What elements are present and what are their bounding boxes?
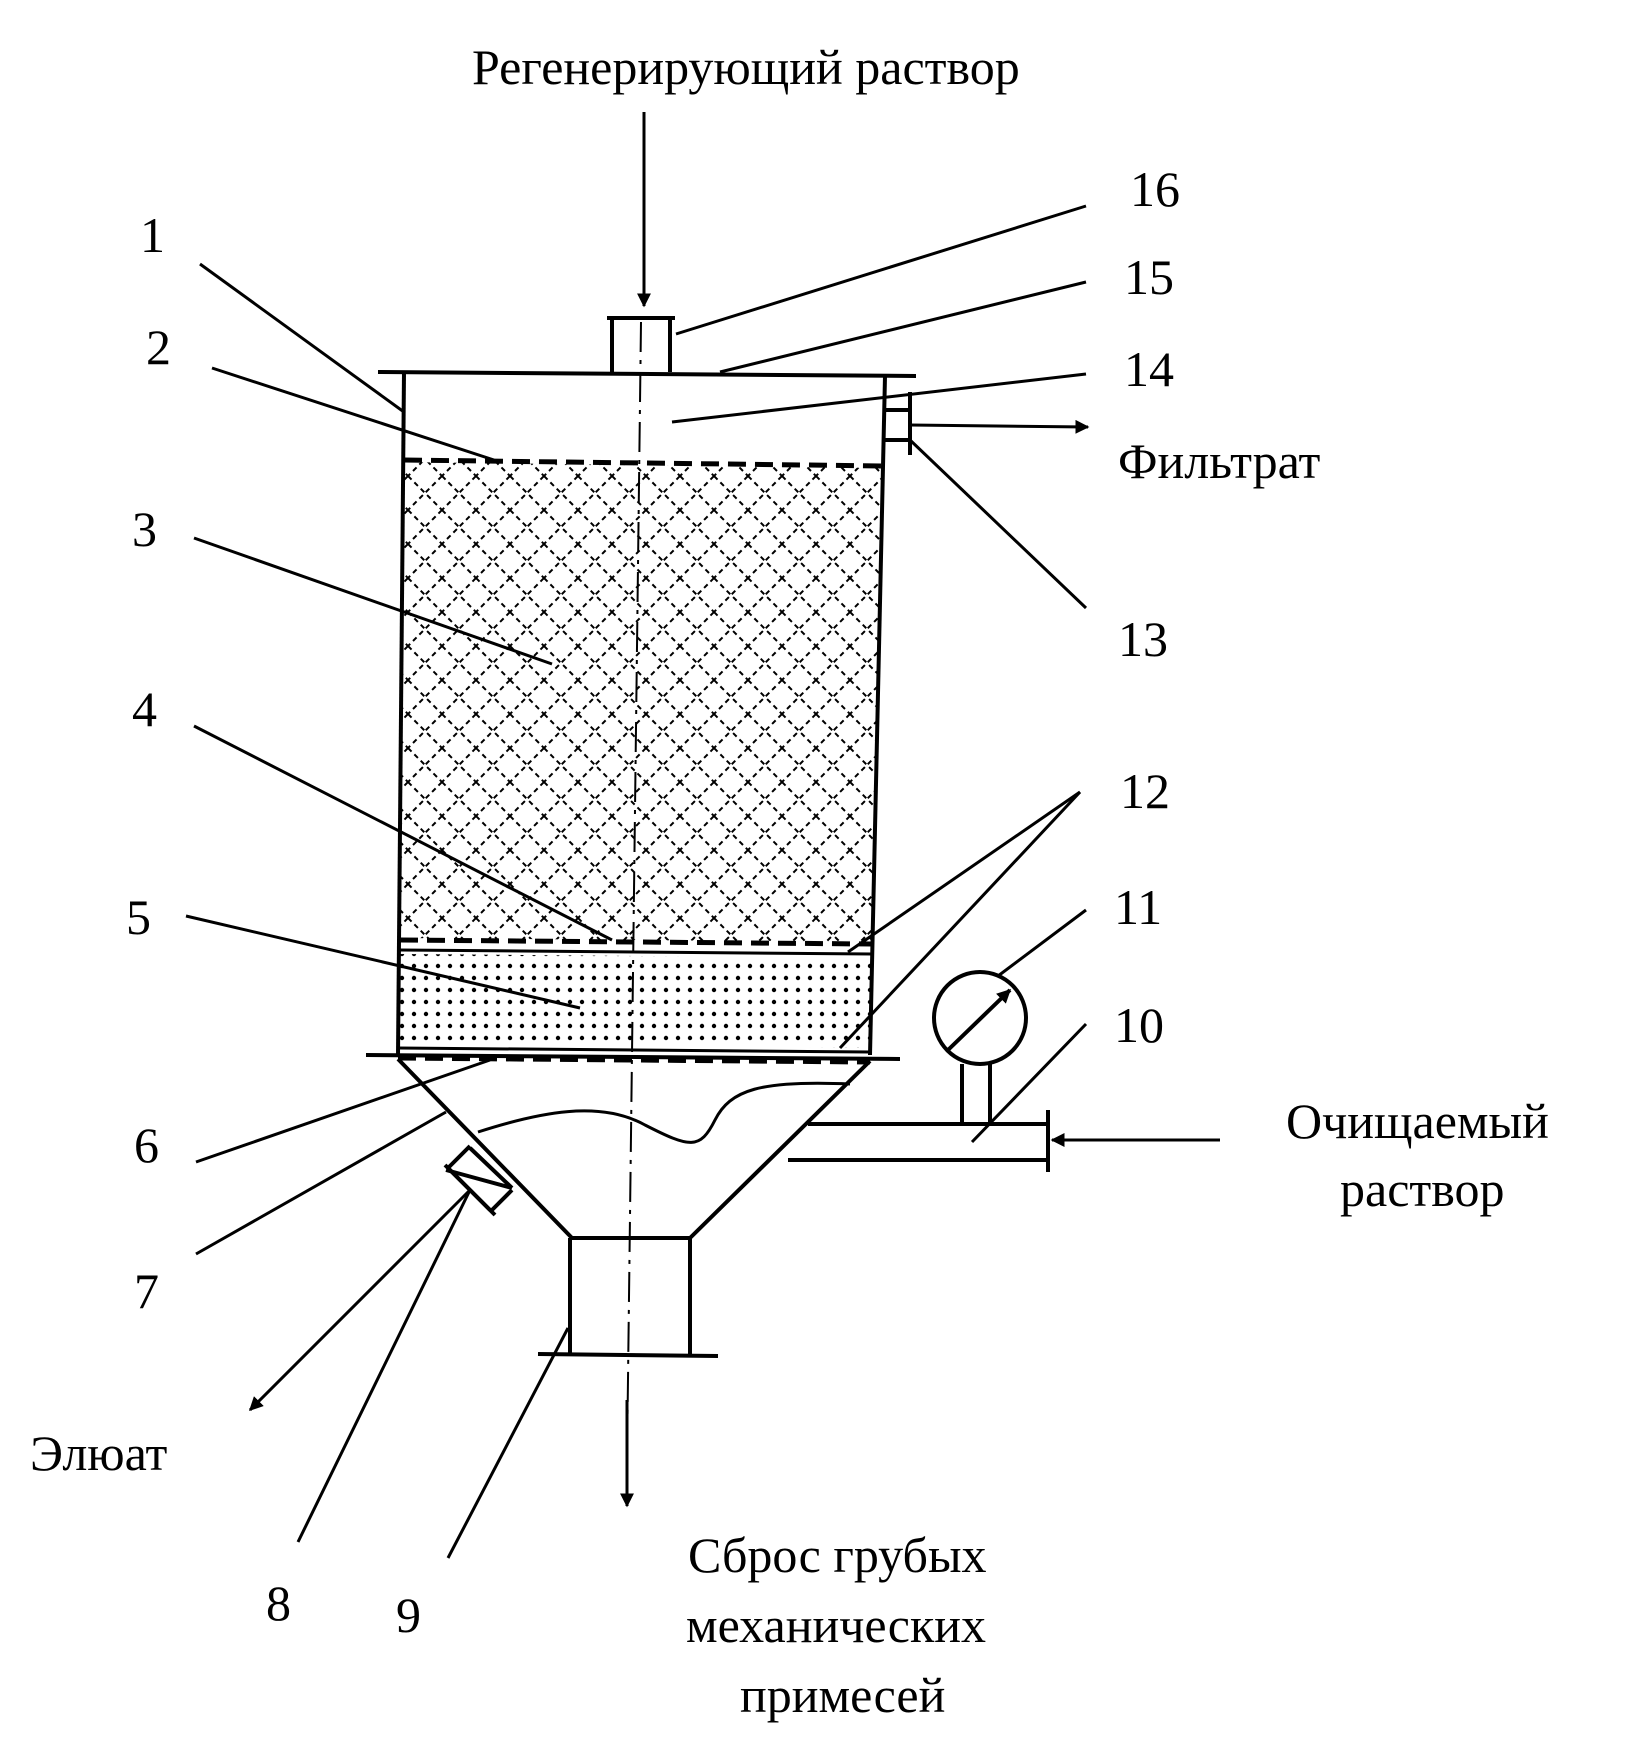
- liquid-level-curve: [477, 1081, 851, 1144]
- label-8: 8: [266, 1575, 291, 1631]
- label-7: 7: [134, 1263, 159, 1319]
- pressure-gauge: [932, 970, 1028, 1124]
- label-16: 16: [1130, 161, 1180, 217]
- label-12: 12: [1120, 763, 1170, 819]
- caption-discharge-line2: механических: [686, 1597, 986, 1653]
- top-nozzle: [607, 316, 675, 372]
- label-10: 10: [1114, 997, 1164, 1053]
- separator-plate-lower: [397, 1046, 871, 1054]
- mechanical-filter-layer: [398, 954, 872, 1048]
- bed-support-grid: [399, 937, 873, 947]
- label-2: 2: [146, 319, 171, 375]
- eluate-arrow: [248, 1188, 472, 1412]
- label-6: 6: [134, 1117, 159, 1173]
- label-13: 13: [1118, 611, 1168, 667]
- separator-plate-upper: [399, 948, 873, 956]
- label-4: 4: [132, 681, 157, 737]
- bottom-flange: [365, 1053, 901, 1061]
- leader-lines: [185, 204, 1088, 1559]
- inlet-pipe: [788, 1110, 1050, 1172]
- ion-exchange-bed: [400, 462, 882, 942]
- caption-purified-line1: Очищаемый: [1286, 1093, 1549, 1149]
- label-9: 9: [396, 1587, 421, 1643]
- caption-discharge-line3: примесей: [740, 1667, 945, 1723]
- caption-purified-line2: раствор: [1340, 1161, 1505, 1217]
- label-14: 14: [1124, 341, 1174, 397]
- caption-eluate: Элюат: [30, 1425, 168, 1481]
- label-3: 3: [132, 501, 157, 557]
- caption-regen-solution: Регенерирующий раствор: [472, 39, 1020, 95]
- position-numbers: 1 2 3 4 5 6 7 8 9 10 11 12 13 14 15 16: [126, 161, 1180, 1643]
- filtrate-outlet-nozzle: [885, 392, 912, 455]
- label-1: 1: [140, 207, 165, 263]
- filtrate-arrow: [909, 419, 1090, 434]
- caption-discharge-line1: Сброс грубых: [688, 1527, 987, 1583]
- conical-bottom: [396, 1057, 872, 1240]
- label-11: 11: [1114, 879, 1162, 935]
- label-5: 5: [126, 889, 151, 945]
- label-15: 15: [1124, 249, 1174, 305]
- flow-captions: Регенерирующий раствор Фильтрат Очищаемы…: [30, 39, 1549, 1723]
- caption-filtrate: Фильтрат: [1118, 433, 1320, 489]
- discharge-pipe: [537, 1238, 719, 1358]
- center-axis: [626, 321, 642, 1461]
- bottom-grid: [397, 1055, 871, 1065]
